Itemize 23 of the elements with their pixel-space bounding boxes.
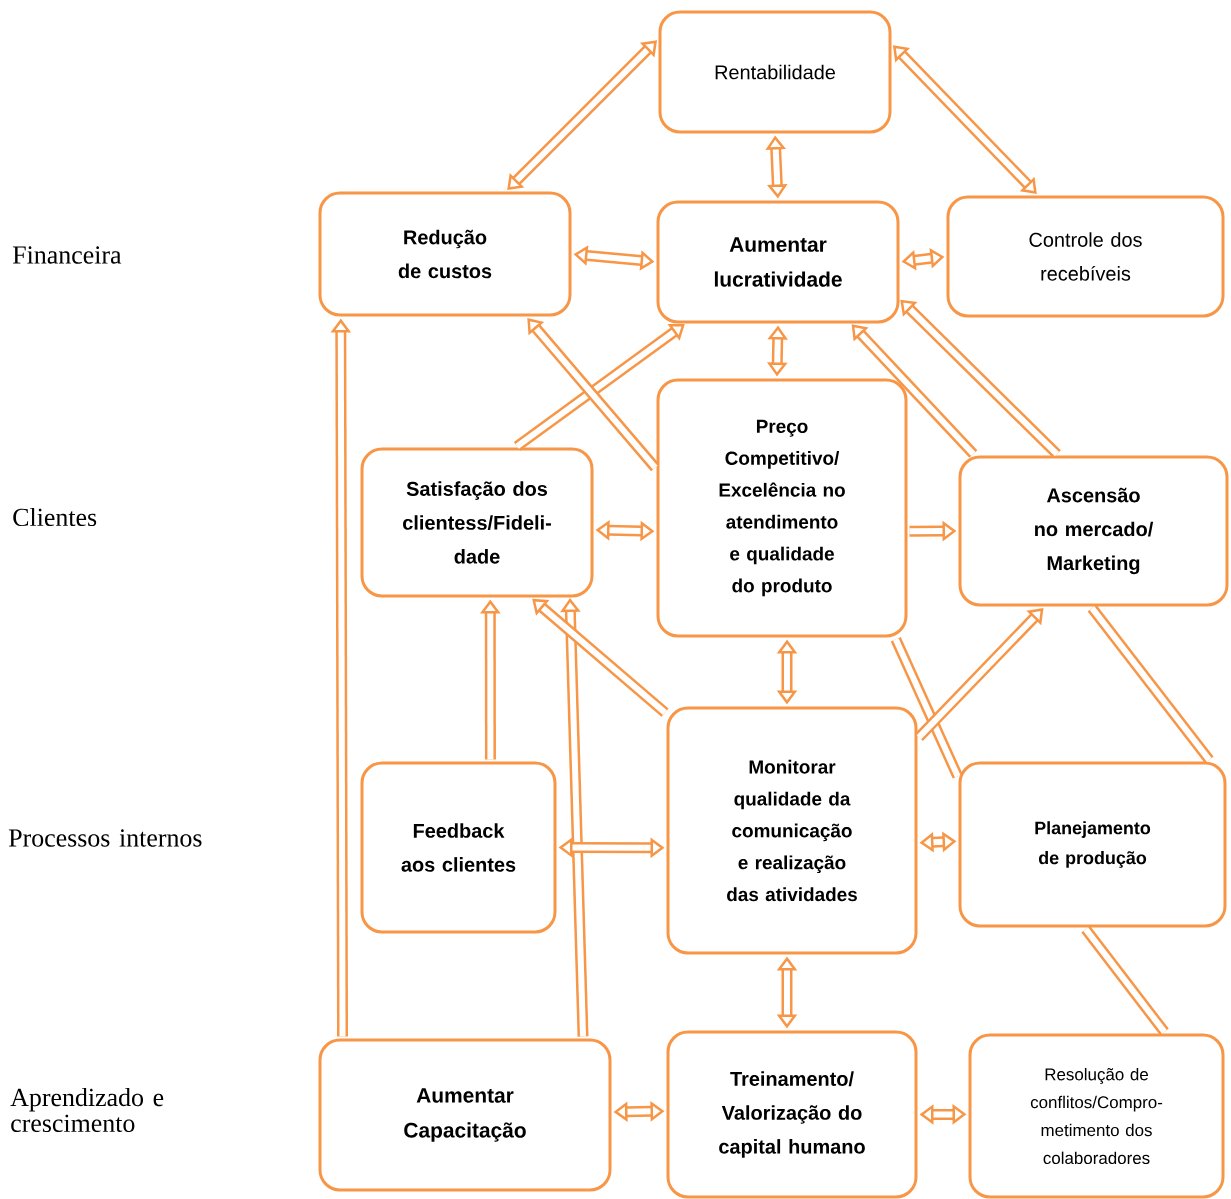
perspective-label: Financeira [12, 246, 122, 264]
process-box: Redução de custos [318, 191, 572, 317]
block-arrow [513, 324, 685, 451]
perspective-label: Processos internos [8, 829, 202, 847]
process-box: Preço Competitivo/ Excelência no atendimento e qualidade do produto [656, 378, 908, 638]
process-box: Aumentar Capacitação [318, 1038, 612, 1192]
block-arrow [851, 324, 978, 458]
block-arrow [532, 598, 669, 717]
block-arrow [560, 598, 589, 1037]
process-box: Planejamento de produção [958, 761, 1227, 928]
process-box: Monitorar qualidade da comunicação e realização das atividades [666, 706, 918, 955]
block-arrow [527, 318, 660, 472]
process-box: Resolução de conflitos/Compro- metimento dos colaboradores [968, 1033, 1225, 1199]
process-box: Aumentar lucratividade [656, 200, 900, 324]
process-box: Treinamento/ Valorização do capital humano [666, 1030, 918, 1199]
perspective-label: Clientes [13, 507, 97, 527]
process-box: Controle dos recebíveis [946, 195, 1225, 318]
perspective-label: Aprendizado e crescimento [10, 1087, 164, 1133]
process-box: Ascensão no mercado/ Marketing [958, 455, 1229, 607]
process-box: Rentabilidade [658, 10, 892, 134]
process-box: Satisfação dos clientess/Fideli- dade [360, 447, 594, 598]
block-arrow [900, 299, 1061, 458]
process-box: Feedback aos clientes [360, 761, 557, 934]
